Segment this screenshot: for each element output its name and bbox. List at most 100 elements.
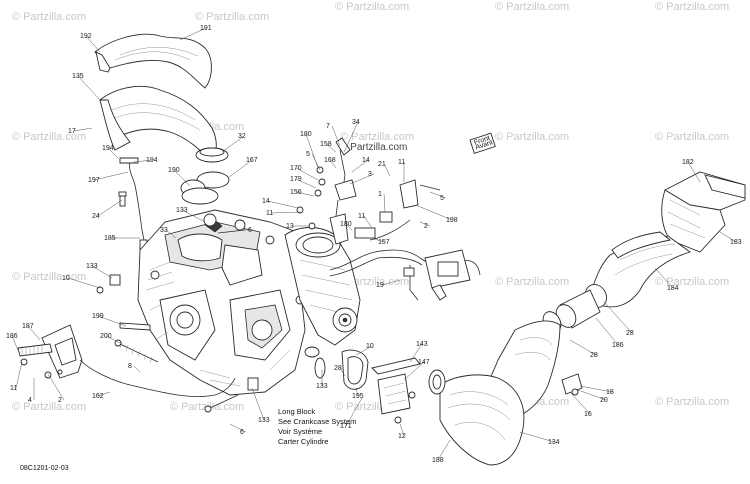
watermark-text: © Partzilla.com <box>340 142 407 153</box>
leader-line <box>97 199 123 217</box>
part-reference-label: 14 <box>262 198 270 205</box>
part-reference-label: 6 <box>240 429 244 436</box>
part-reference-label: 133 <box>316 383 328 390</box>
leader-line <box>271 211 301 214</box>
bolt-24 <box>118 191 127 207</box>
part-reference-label: 186 <box>612 342 624 349</box>
leader-line <box>579 385 613 393</box>
leader-line <box>295 167 319 181</box>
part-reference-label: 11 <box>10 385 17 392</box>
leader-line <box>371 237 385 243</box>
part-reference-label: 168 <box>324 157 336 164</box>
part-reference-label: 34 <box>352 119 360 126</box>
watermark-text: © Partzilla.com <box>495 276 569 288</box>
watermark-text: © Partzilla.com <box>655 396 729 408</box>
leader-line <box>133 159 153 163</box>
oil-tube <box>119 157 148 251</box>
watermark-text: © Partzilla.com <box>655 1 729 13</box>
leader-line <box>343 121 359 153</box>
part-reference-label: 188 <box>432 457 444 464</box>
part-reference-label: 3 <box>368 171 372 178</box>
leader-line <box>687 161 701 183</box>
part-reference-label: 33 <box>160 227 168 234</box>
seal-rings <box>304 346 446 395</box>
part-reference-label: 190 <box>168 167 180 174</box>
part-reference-label: 11 <box>358 213 365 220</box>
throttle-linkage <box>296 137 441 245</box>
leader-line <box>339 367 346 377</box>
leader-line <box>569 339 597 356</box>
part-reference-label: 147 <box>418 359 430 366</box>
bottom-bolts <box>96 213 259 413</box>
part-reference-label: 28 <box>626 330 634 337</box>
part-reference-label: 16 <box>584 411 592 418</box>
leader-line <box>295 191 315 197</box>
part-reference-label: 28 <box>334 365 342 372</box>
reference-labels: 1921911351732194194190167197241851336331… <box>6 25 742 464</box>
small-clamp <box>561 373 583 396</box>
leader-line <box>93 171 129 181</box>
part-reference-label: 198 <box>446 217 458 224</box>
leader-line <box>595 317 619 346</box>
leader-line <box>85 35 101 53</box>
part-reference-label: 180 <box>300 131 312 138</box>
intake-hose-main <box>589 231 691 308</box>
wire-harness <box>329 249 481 301</box>
part-reference-label: 197 <box>88 177 100 184</box>
part-reference-label: 187 <box>22 323 34 330</box>
drawing-code: 08C1201-02-03 <box>20 465 69 472</box>
shift-lever-assembly <box>17 322 236 397</box>
leader-line <box>355 387 359 397</box>
leader-line <box>603 301 633 334</box>
part-reference-label: 18 <box>606 389 614 396</box>
watermark-text: © Partzilla.com <box>195 11 269 23</box>
part-reference-label: 6 <box>248 227 252 234</box>
part-reference-label: 5 <box>440 195 444 202</box>
leader-line <box>429 191 447 199</box>
watermark-text: © Partzilla.com <box>495 1 569 13</box>
leader-line <box>383 163 391 177</box>
leader-line <box>577 389 607 401</box>
leader-line <box>355 345 373 356</box>
leader-line <box>27 325 41 341</box>
leader-line <box>399 423 405 437</box>
part-reference-label: 194 <box>146 157 158 164</box>
leader-line <box>179 27 207 41</box>
leader-line <box>409 343 423 363</box>
leader-line <box>331 125 341 147</box>
part-reference-label: 20 <box>600 397 608 404</box>
long-block-note: Long Block See Crankcase System Voir Sys… <box>278 407 356 446</box>
leader-line <box>654 267 674 289</box>
leader-line <box>133 365 141 373</box>
leader-line <box>251 387 265 421</box>
leader-line <box>227 159 253 179</box>
note-line-2: See Crankcase System <box>278 417 356 426</box>
watermark-text: © Partzilla.com <box>335 1 409 13</box>
leader-line <box>165 229 177 239</box>
part-reference-label: 21 <box>378 161 386 168</box>
part-reference-label: 2 <box>58 397 62 404</box>
cvt-housing <box>284 227 361 346</box>
leader-line <box>97 315 127 327</box>
part-reference-label: 179 <box>290 176 302 183</box>
part-reference-label: 133 <box>258 417 270 424</box>
arrow-tag-line-1: Front <box>473 135 491 147</box>
part-reference-label: 134 <box>548 439 560 446</box>
leader-line <box>569 391 591 415</box>
leader-line <box>349 173 375 185</box>
part-reference-label: 186 <box>6 333 18 340</box>
leader-line <box>73 127 93 132</box>
part-reference-label: 192 <box>80 33 92 40</box>
part-reference-label: 200 <box>100 333 112 340</box>
part-reference-label: 185 <box>104 235 116 242</box>
leader-line <box>105 335 121 344</box>
part-reference-label: 14 <box>362 157 370 164</box>
leader-line <box>383 193 386 213</box>
watermark-text: © Partzilla.com <box>340 131 414 143</box>
air-duct-upper <box>94 33 212 89</box>
leader-line <box>267 200 299 209</box>
leader-line <box>419 221 431 227</box>
part-reference-label: 183 <box>730 239 742 246</box>
